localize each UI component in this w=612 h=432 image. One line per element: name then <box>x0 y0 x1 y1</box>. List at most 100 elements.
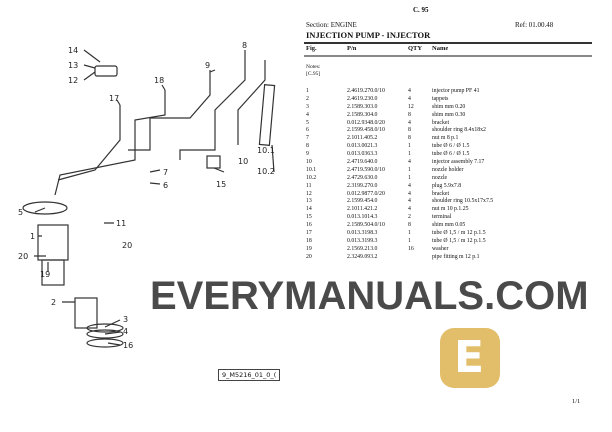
table-row: 11 2.3199.270.0 4 plug 5.9x7.8 <box>306 183 596 191</box>
callout-14: 14 <box>68 46 78 55</box>
cell-name: injector assembly 7.17 <box>432 159 485 166</box>
cell-name: tube Ø 1,5 / m 12 p.1.5 <box>432 230 486 237</box>
callout-20-a: 20 <box>122 241 132 250</box>
cell-name: nut m 10 p.1.25 <box>432 206 469 213</box>
cell-qty: 4 <box>408 182 411 189</box>
cell-qty: 4 <box>408 198 411 205</box>
cell-pn: 0.012.9348.0/20 <box>347 119 385 126</box>
bracket-5 <box>22 201 68 215</box>
callout-13: 13 <box>68 61 78 70</box>
cell-qty: 1 <box>408 230 411 237</box>
cell-name: bracket <box>432 190 450 197</box>
tube-9 <box>128 70 211 151</box>
cell-qty: 8 <box>408 127 411 134</box>
cell-pn: 2.4719.640.0 <box>347 159 378 166</box>
cell-name: plug 5.9x7.8 <box>432 182 462 189</box>
tube-extra <box>237 60 266 145</box>
cell-qty: 8 <box>408 222 411 229</box>
cell-pn: 0.012.9877.0/20 <box>347 190 385 197</box>
page-code: C. 95 <box>413 6 429 14</box>
callout-15: 15 <box>216 180 226 189</box>
header-name: Name <box>432 45 449 52</box>
cell-fig: 16 <box>306 222 312 229</box>
cell-qty: 4 <box>408 206 411 213</box>
cell-qty: 1 <box>408 151 411 158</box>
cell-pn: 2.3249.093.2 <box>347 253 378 260</box>
cell-fig: 19 <box>306 245 312 252</box>
cell-qty: 4 <box>408 159 411 166</box>
callout-17: 17 <box>109 94 119 103</box>
figure-id: 9_M5216_01_0_( <box>218 369 281 381</box>
terminal-15 <box>206 155 221 169</box>
shim-4 <box>86 329 124 339</box>
exploded-diagram: 14 13 12 8 9 18 17 7 6 15 10 10.1 10.2 5… <box>18 41 276 350</box>
header-qty: QTY <box>408 45 423 52</box>
cell-name: shoulder ring 10.5x17x7.5 <box>432 198 494 205</box>
cell-qty: 2 <box>408 214 411 221</box>
tappet-2 <box>74 297 98 329</box>
cell-name: nozzle holder <box>432 166 464 173</box>
cell-fig: 17 <box>306 230 312 237</box>
cell-fig: 10.2 <box>306 174 317 181</box>
cell-pn: 0.013.3199.3 <box>347 237 378 244</box>
cell-qty: 4 <box>408 119 411 126</box>
cell-fig: 15 <box>306 214 312 221</box>
cell-qty: 1 <box>408 166 411 173</box>
cell-name: tube Ø 1,5 / m 12 p.1.5 <box>432 237 486 244</box>
cell-pn: 2.1599.454.0 <box>347 198 378 205</box>
watermark-logo: E <box>440 328 500 388</box>
callout-11: 11 <box>116 219 126 228</box>
cell-pn: 2.4619.270.0/10 <box>347 88 385 94</box>
callout-6: 6 <box>163 181 168 190</box>
cell-name: tube Ø 6 / Ø 1.5 <box>432 143 470 150</box>
reference-number: Ref: 01.00.48 <box>515 21 554 29</box>
cell-qty: 8 <box>408 135 411 142</box>
cell-fig: 4 <box>306 111 309 118</box>
cell-pn: 2.1011.405.2 <box>347 135 378 142</box>
watermark-text: EVERYMANUALS.COM <box>150 274 589 318</box>
cell-fig: 11 <box>306 182 312 189</box>
watermark-logo-letter: E <box>454 332 485 383</box>
notes-value: [C.95] <box>306 71 321 77</box>
cell-name: tappets <box>432 95 449 102</box>
table-row: 13 2.1599.454.0 4 shoulder ring 10.5x17x7.5 <box>306 198 596 206</box>
cell-name: shoulder ring 8.4x18x2 <box>432 127 486 134</box>
page-title: INJECTION PUMP - INJECTOR <box>306 30 431 40</box>
callout-7: 7 <box>163 168 168 177</box>
cell-qty: 1 <box>408 143 411 150</box>
cell-fig: 13 <box>306 198 312 205</box>
cell-name: shim mm 0.30 <box>432 111 466 118</box>
header-pn: P/n <box>347 45 357 52</box>
callout-10-1: 10.1 <box>257 146 275 155</box>
callout-labels: 14 13 12 8 9 18 17 7 6 15 10 10.1 10.2 5… <box>18 41 275 350</box>
pump-body <box>37 224 69 261</box>
leader-lines <box>34 49 246 346</box>
cell-name: nozzle <box>432 174 448 181</box>
cell-pn: 2.3199.270.0 <box>347 182 378 189</box>
cell-name: nut m 8 p.1 <box>432 135 459 142</box>
page-number: 1/1 <box>572 398 581 405</box>
cell-fig: 1 <box>306 88 309 94</box>
cell-pn: 2.1569.213.0 <box>347 245 378 252</box>
notes-label: Notes: <box>306 64 321 70</box>
callout-8: 8 <box>242 41 247 50</box>
cell-qty: 4 <box>408 190 411 197</box>
cell-pn: 2.4619.230.0 <box>347 95 378 102</box>
callout-12: 12 <box>68 76 78 85</box>
cell-qty: 12 <box>408 103 414 110</box>
cell-name: injector pump PF 41 <box>432 88 480 94</box>
